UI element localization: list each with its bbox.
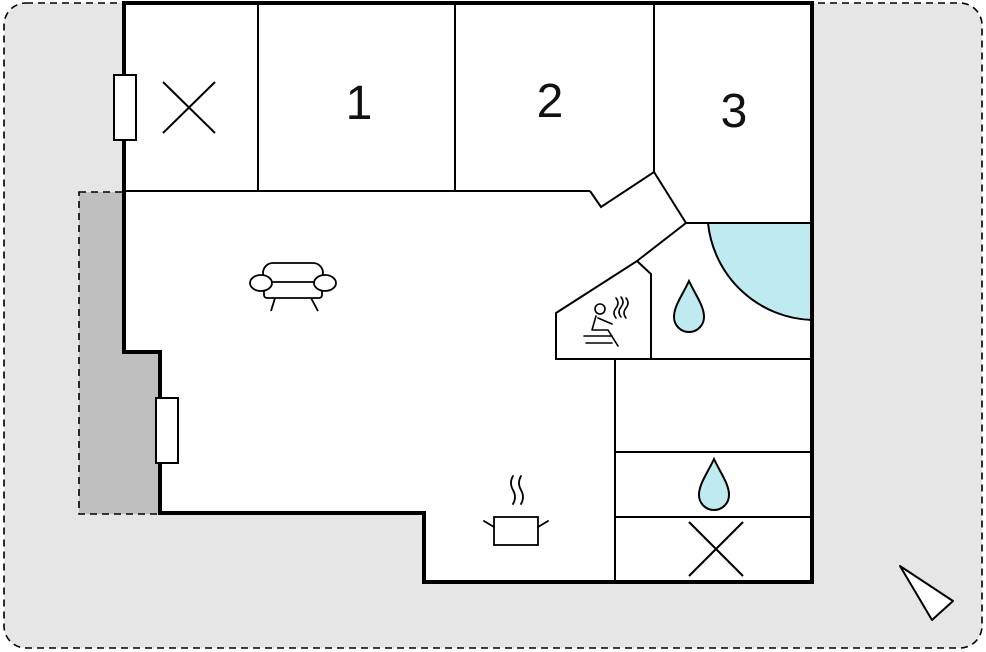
room-2-label: 2 — [537, 75, 564, 128]
whirlpool-water — [706, 222, 813, 322]
exterior-walls — [122, 1, 814, 584]
room-3-label: 3 — [721, 85, 748, 138]
north-arrow-icon — [899, 565, 954, 621]
window-icon — [155, 397, 179, 464]
utility-cross-icon — [688, 521, 744, 577]
utility-water-drop-icon — [697, 456, 731, 511]
bathroom-water-drop-icon — [672, 278, 706, 333]
interior-walls — [124, 3, 812, 582]
storage-cross-icon — [162, 81, 216, 134]
sofa-icon — [249, 262, 337, 312]
sauna-icon — [583, 296, 629, 347]
window-icon — [113, 74, 137, 141]
room-1-label: 1 — [346, 77, 373, 130]
house-floor — [124, 3, 812, 582]
cooking-pot-icon — [483, 475, 549, 546]
